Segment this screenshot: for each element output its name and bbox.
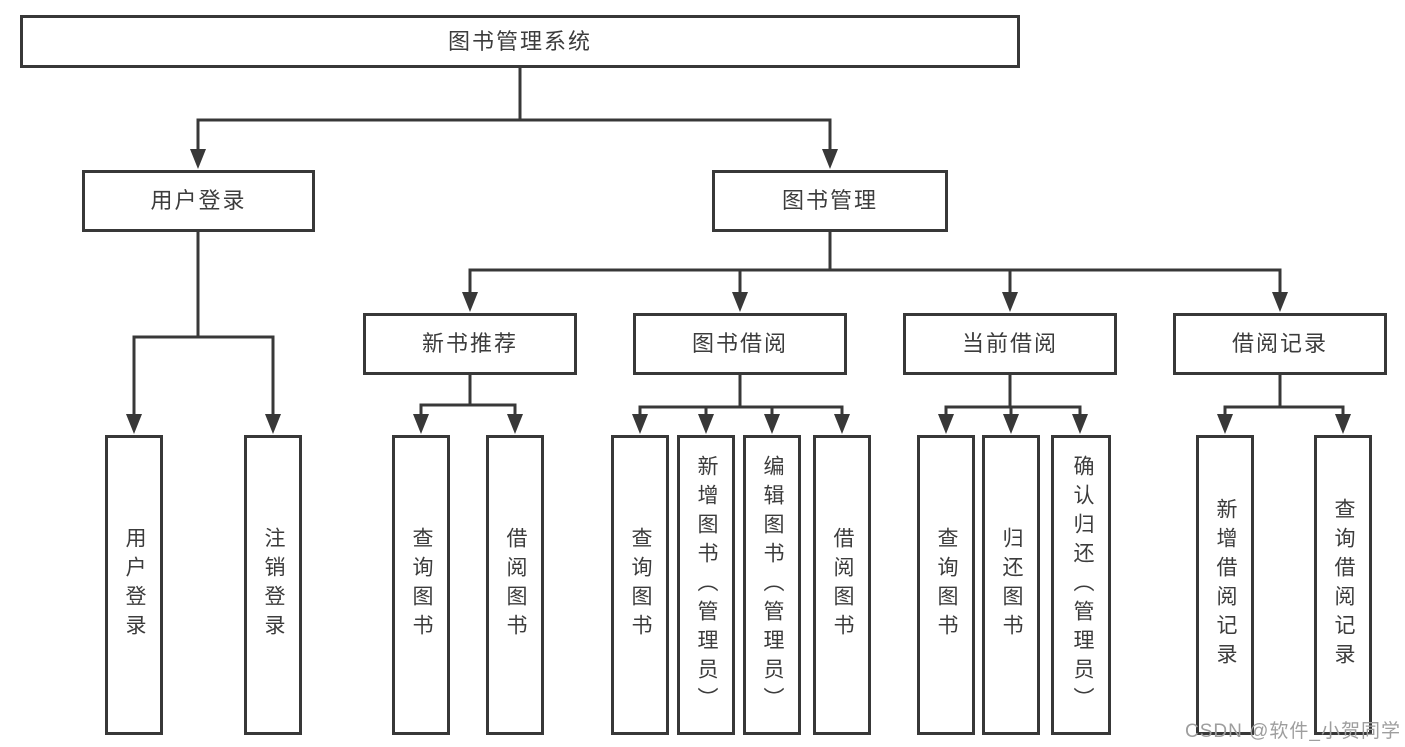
connector-root-to-level2 (190, 68, 838, 169)
leaf-add-borrow-record: 新增借阅记录 (1196, 435, 1254, 735)
leaf-borrow-books-recommend: 借阅图书 (486, 435, 544, 735)
arrow-down-icon (698, 414, 714, 434)
arrow-down-icon (1002, 292, 1018, 312)
node-book-borrow: 图书借阅 (633, 313, 847, 375)
arrow-down-icon (1072, 414, 1088, 434)
csdn-watermark: CSDN @软件_小贺同学 (1185, 721, 1401, 742)
arrow-down-icon (126, 414, 142, 434)
arrow-down-icon (1272, 292, 1288, 312)
node-new-book-recommend: 新书推荐 (363, 313, 577, 375)
leaf-query-books-recommend: 查询图书 (392, 435, 450, 735)
leaf-edit-book-admin: 编辑图书（管理员） (743, 435, 801, 735)
connector-new-book-recommend-to-leaves (413, 375, 523, 434)
node-current-borrow: 当前借阅 (903, 313, 1117, 375)
leaf-borrow-books-borrow: 借阅图书 (813, 435, 871, 735)
arrow-down-icon (1335, 414, 1351, 434)
arrow-down-icon (938, 414, 954, 434)
arrow-down-icon (632, 414, 648, 434)
leaf-add-book-admin: 新增图书（管理员） (677, 435, 735, 735)
leaf-return-book: 归还图书 (982, 435, 1040, 735)
connector-borrow-records-to-leaves (1217, 375, 1351, 434)
arrow-down-icon (732, 292, 748, 312)
leaf-confirm-return-admin: 确认归还（管理员） (1051, 435, 1111, 735)
leaf-query-books-current: 查询图书 (917, 435, 975, 735)
arrow-down-icon (507, 414, 523, 434)
arrow-down-icon (413, 414, 429, 434)
arrow-down-icon (265, 414, 281, 434)
node-user-login: 用户登录 (82, 170, 315, 232)
arrow-down-icon (462, 292, 478, 312)
arrow-down-icon (1217, 414, 1233, 434)
arrow-down-icon (822, 149, 838, 169)
leaf-user-login: 用户登录 (105, 435, 163, 735)
connector-book-management-to-level3 (462, 232, 1288, 312)
arrow-down-icon (834, 414, 850, 434)
leaf-query-borrow-record: 查询借阅记录 (1314, 435, 1372, 735)
connector-book-borrow-to-leaves (632, 375, 850, 434)
arrow-down-icon (764, 414, 780, 434)
arrow-down-icon (190, 149, 206, 169)
connector-current-borrow-to-leaves (938, 375, 1088, 434)
connector-user-login-to-leaves (126, 232, 281, 434)
leaf-query-books-borrow: 查询图书 (611, 435, 669, 735)
arrow-down-icon (1003, 414, 1019, 434)
node-book-management: 图书管理 (712, 170, 948, 232)
node-borrow-records: 借阅记录 (1173, 313, 1387, 375)
leaf-logout: 注销登录 (244, 435, 302, 735)
node-root: 图书管理系统 (20, 15, 1020, 68)
